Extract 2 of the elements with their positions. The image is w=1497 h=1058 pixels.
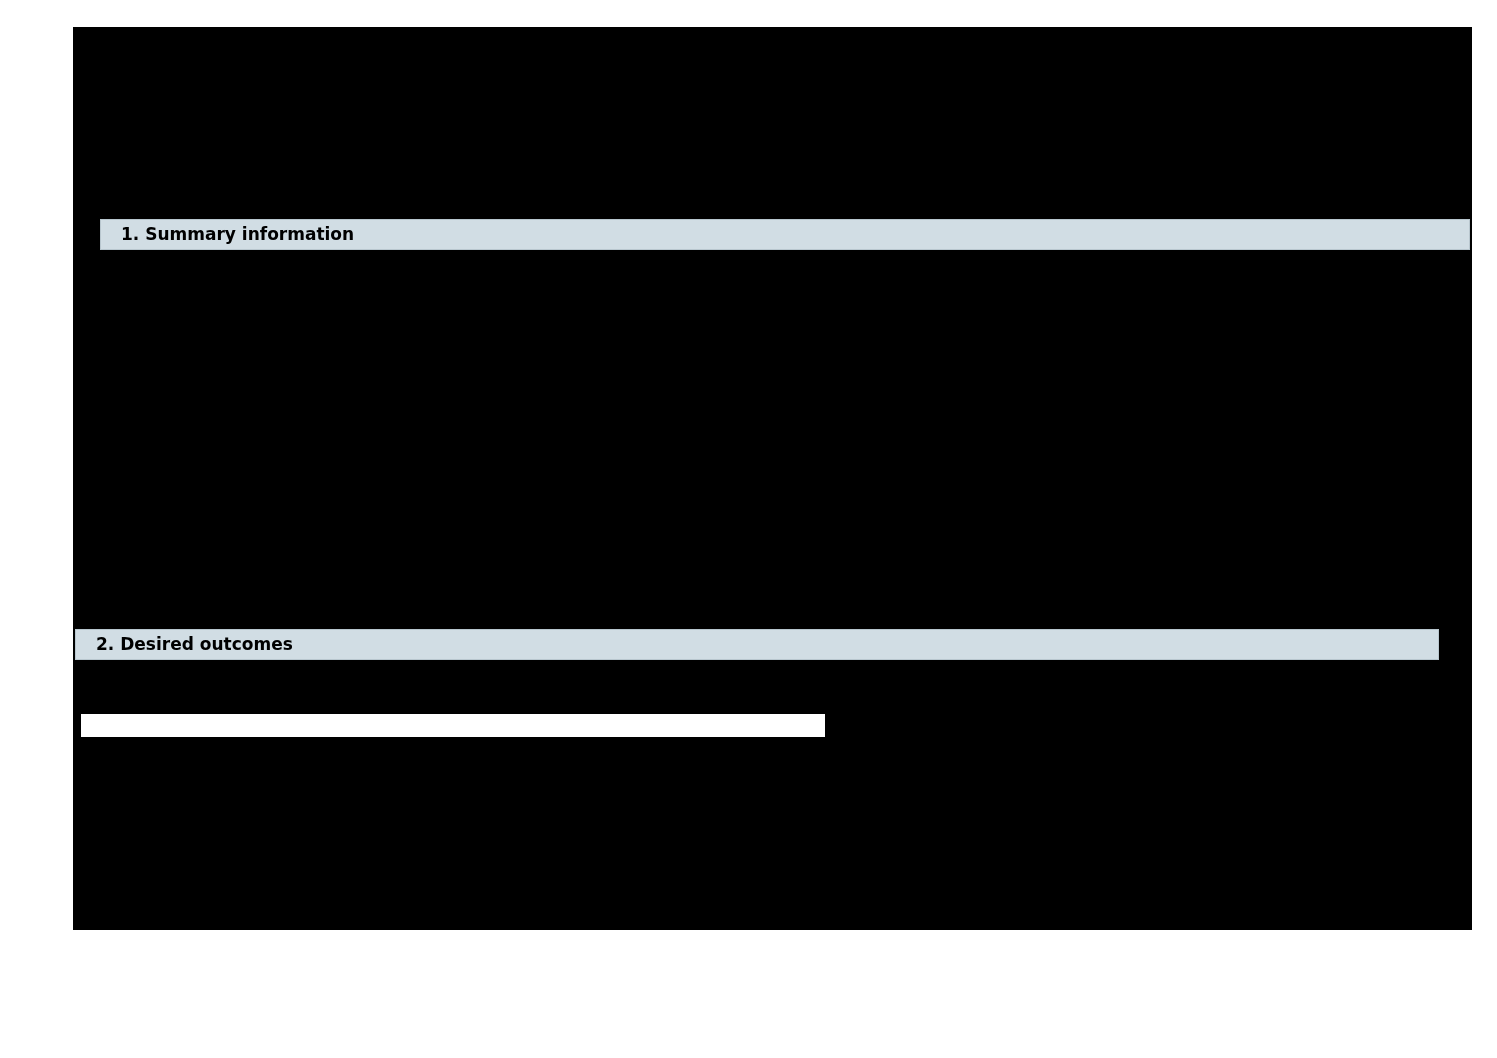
section-header: 2. Desired outcomes: [75, 629, 1439, 660]
section-header: 1. Summary information: [100, 219, 1470, 250]
